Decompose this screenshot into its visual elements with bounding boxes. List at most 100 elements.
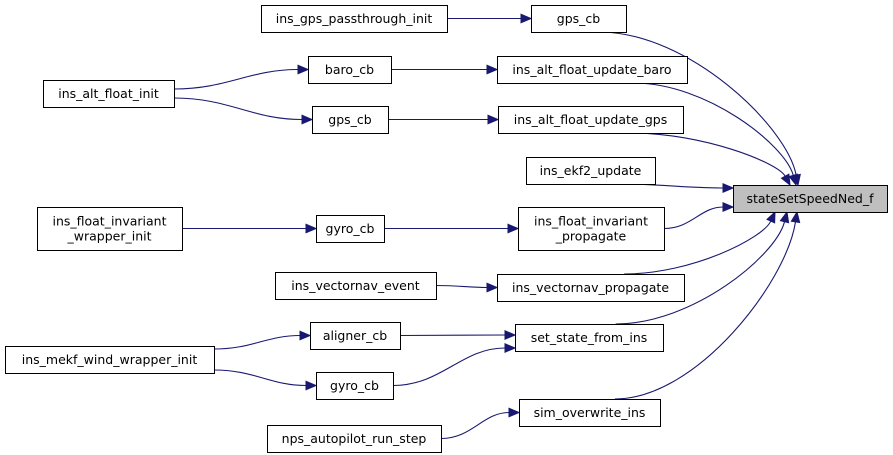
arrowhead: [486, 282, 499, 293]
arrowhead: [780, 173, 791, 187]
node-baro-cb[interactable]: baro_cb: [308, 56, 392, 84]
node-box: [733, 185, 888, 213]
node-label: ins_gps_passthrough_init: [276, 11, 433, 26]
arrowhead: [486, 64, 499, 75]
node-box: [497, 274, 685, 302]
edge-ins_alt_float_init-to-gps_cb_2: [173, 97, 314, 125]
node-label: ins_float_invariant: [534, 214, 648, 229]
node-ins-vectornav-event[interactable]: ins_vectornav_event: [275, 272, 437, 300]
edge-line: [614, 221, 797, 400]
node-label: baro_cb: [325, 62, 374, 77]
node-label: ins_vectornav_propagate: [512, 280, 669, 295]
arrowhead: [297, 64, 310, 75]
edge-ins_alt_float_init-to-baro_cb: [173, 64, 310, 90]
edge-line: [392, 347, 506, 387]
node-box: [261, 5, 448, 33]
node-set-state-from-ins[interactable]: set_state_from_ins: [515, 324, 664, 352]
node-box: [497, 56, 688, 84]
node-box: [37, 207, 183, 251]
edge-gyro_cb_1-to-ins_float_invariant_propagate: [383, 223, 520, 234]
edge-line: [440, 411, 510, 440]
node-box: [515, 324, 664, 352]
node-label: gps_cb: [328, 112, 372, 127]
edges-layer: [173, 13, 801, 440]
node-ins-alt-float-init[interactable]: ins_alt_float_init: [43, 80, 175, 108]
edge-ins_float_invariant_wrapper_init-to-gyro_cb_1: [181, 223, 318, 234]
edge-line: [663, 206, 724, 230]
node-ins-ekf2-update[interactable]: ins_ekf2_update: [526, 157, 656, 185]
node-target[interactable]: stateSetSpeedNed_f: [733, 185, 888, 213]
edge-line: [615, 221, 786, 325]
node-label: gyro_cb: [330, 378, 379, 393]
node-label: aligner_cb: [323, 328, 387, 343]
node-label: ins_alt_float_update_baro: [512, 62, 671, 77]
arrowhead: [305, 223, 318, 234]
edge-ins_alt_float_update_gps-to-target: [631, 132, 791, 187]
node-box: [267, 425, 442, 453]
arrowhead: [790, 210, 801, 224]
edge-sim_overwrite_ins-to-target: [614, 210, 801, 400]
node-label: _propagate: [555, 229, 627, 244]
node-aligner-cb[interactable]: aligner_cb: [310, 322, 401, 350]
edge-line: [624, 220, 772, 275]
edge-line: [173, 97, 303, 121]
node-ins-float-invariant-wrapper-init[interactable]: ins_float_invariant_wrapper_init: [37, 207, 183, 251]
node-label: gyro_cb: [326, 221, 375, 236]
node-label: ins_alt_float_update_gps: [514, 112, 667, 127]
arrowhead: [779, 210, 790, 224]
edge-aligner_cb-to-set_state_from_ins: [399, 330, 517, 340]
edge-gyro_cb_2-to-set_state_from_ins: [392, 343, 517, 387]
edge-ins_alt_float_update_baro-to-target: [633, 82, 798, 187]
node-gyro-cb-2[interactable]: gyro_cb: [316, 372, 394, 400]
node-box: [498, 106, 684, 134]
edge-ins_float_invariant_propagate-to-target: [663, 202, 735, 230]
edge-gps_cb_2-to-ins_alt_float_update_gps: [388, 114, 500, 125]
node-box: [316, 215, 385, 243]
edge-line: [599, 31, 797, 176]
node-label: ins_mekf_wind_wrapper_init: [22, 352, 198, 367]
node-gps-cb-1[interactable]: gps_cb: [531, 5, 627, 33]
edge-ins_vectornav_event-to-ins_vectornav_propagate: [435, 282, 499, 293]
arrowhead: [299, 330, 312, 341]
arrowhead: [788, 173, 798, 187]
node-gyro-cb-1[interactable]: gyro_cb: [316, 215, 385, 243]
node-box: [310, 322, 401, 350]
edge-baro_cb-to-ins_alt_float_update_baro: [391, 64, 499, 75]
arrowhead: [520, 13, 533, 24]
node-ins-float-invariant-propagate[interactable]: ins_float_invariant_propagate: [518, 207, 665, 251]
edge-nps_autopilot_run_step-to-sim_overwrite_ins: [440, 407, 521, 440]
node-box: [316, 372, 394, 400]
node-box: [312, 106, 389, 134]
edge-ins_mekf_wind_wrapper_init-to-gyro_cb_2: [213, 369, 318, 391]
node-box: [275, 272, 437, 300]
arrowhead: [301, 114, 314, 125]
node-label: stateSetSpeedNed_f: [746, 191, 874, 206]
node-box: [519, 399, 661, 427]
node-gps-cb-2[interactable]: gps_cb: [312, 106, 389, 134]
edge-line: [173, 68, 299, 90]
edge-line: [631, 132, 786, 177]
edge-ins_ekf2_update-to-target: [618, 183, 735, 193]
arrowhead: [504, 343, 517, 353]
node-sim-overwrite-ins[interactable]: sim_overwrite_ins: [519, 399, 661, 427]
edge-ins_vectornav_propagate-to-target: [624, 210, 776, 275]
node-ins-gps-passthrough-init[interactable]: ins_gps_passthrough_init: [261, 5, 448, 33]
arrowhead: [305, 380, 318, 391]
node-ins-mekf-wind-wrapper-init[interactable]: ins_mekf_wind_wrapper_init: [5, 346, 215, 374]
node-label: ins_float_invariant: [52, 214, 166, 229]
edge-line: [435, 284, 488, 289]
node-label: ins_ekf2_update: [540, 163, 642, 178]
node-ins-vectornav-propagate[interactable]: ins_vectornav_propagate: [497, 274, 685, 302]
node-box: [531, 5, 627, 33]
edge-line: [633, 82, 794, 176]
node-ins-alt-float-update-gps[interactable]: ins_alt_float_update_gps: [498, 106, 684, 134]
node-ins-alt-float-update-baro[interactable]: ins_alt_float_update_baro: [497, 56, 688, 84]
node-nps-autopilot-run-step[interactable]: nps_autopilot_run_step: [267, 425, 442, 453]
arrowhead: [722, 183, 735, 193]
arrowhead: [504, 330, 517, 340]
node-box: [518, 207, 665, 251]
node-label: ins_alt_float_init: [58, 86, 159, 101]
node-box: [308, 56, 392, 84]
node-label: set_state_from_ins: [531, 330, 648, 345]
